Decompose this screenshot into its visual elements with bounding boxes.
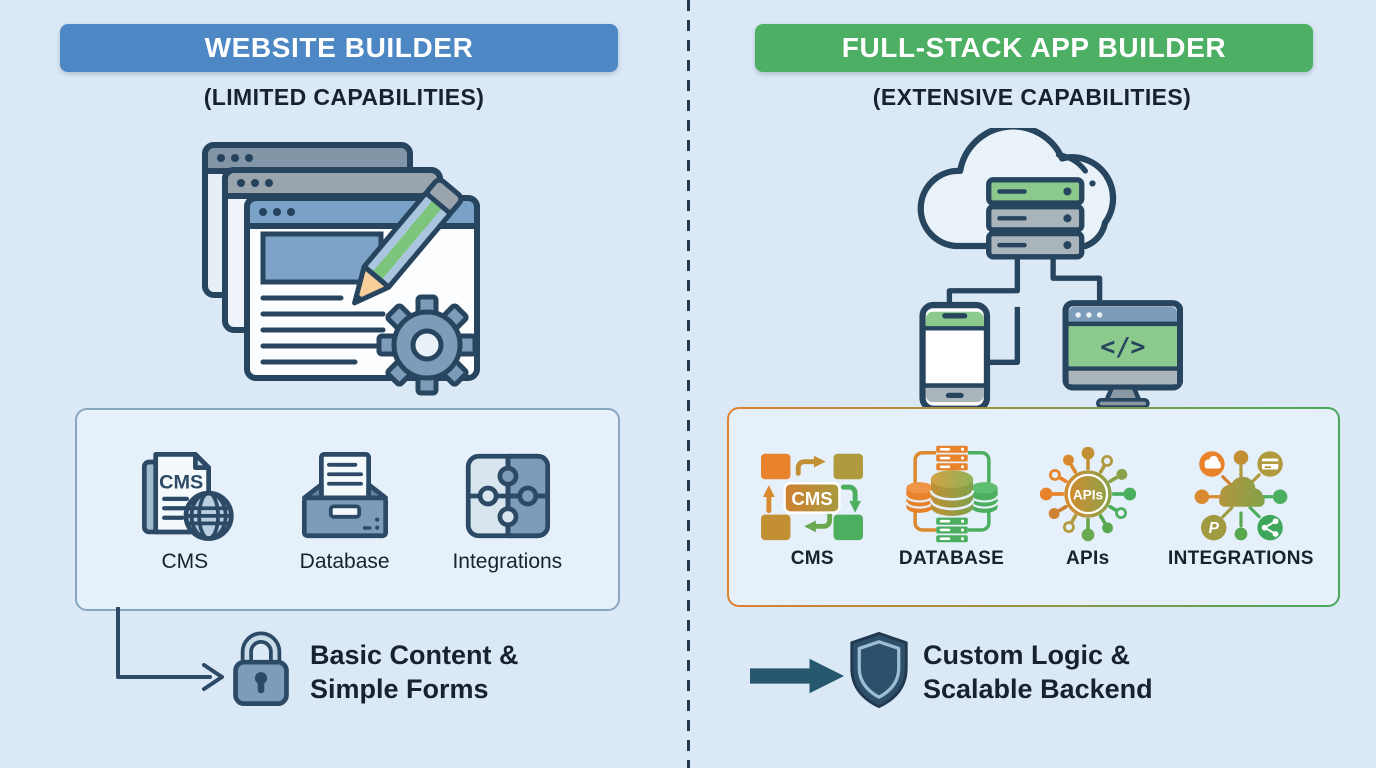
gear-icon — [376, 294, 478, 396]
capability-label: DATABASE — [898, 548, 1005, 569]
network-node — [1272, 489, 1288, 504]
database-cluster-icon — [904, 445, 999, 543]
thick-arrow-icon — [750, 658, 845, 694]
fullstack-builder-panel: FULL-STACK APP BUILDER (EXTENSIVE CAPABI… — [688, 0, 1376, 768]
code-monitor-icon: </> — [1062, 300, 1183, 407]
banner-label: WEBSITE BUILDER — [204, 32, 474, 63]
cms-document-globe-icon: CMS — [141, 451, 234, 541]
cloud-server-devices-illustration: </> — [917, 128, 1183, 407]
code-glyph: </> — [1100, 332, 1145, 361]
capability-label: Integrations — [452, 549, 563, 573]
footer-line: Scalable Backend — [923, 674, 1153, 704]
pencil-icon — [352, 177, 464, 306]
right-capabilities-box: CMS CMS — [727, 407, 1340, 607]
elbow-arrow-icon — [116, 607, 224, 691]
capability-label: Database — [299, 549, 390, 573]
capability-label: CMS — [161, 549, 209, 573]
shield-icon — [850, 631, 908, 709]
globe-icon — [183, 490, 234, 541]
banner-label: FULL-STACK APP BUILDER — [841, 32, 1227, 63]
network-node — [1234, 527, 1248, 541]
database-drawer-icon — [301, 451, 388, 538]
card-service-node — [1257, 451, 1283, 477]
capability-item-cms: CMS CMS — [133, 446, 237, 574]
browser-editor-illustration — [202, 142, 480, 396]
left-capabilities-box: CMS CMS — [75, 408, 620, 611]
website-builder-banner: WEBSITE BUILDER — [60, 24, 618, 72]
left-footer-text: Basic Content & Simple Forms — [310, 638, 519, 706]
footer-line: Custom Logic & — [923, 640, 1130, 670]
footer-line: Basic Content & — [310, 640, 519, 670]
right-capabilities-box-inner: CMS CMS — [729, 409, 1338, 605]
api-hub-icon: APIs — [1039, 446, 1136, 542]
cms-sync-icon: CMS — [761, 453, 864, 541]
share-service-node — [1257, 514, 1283, 541]
capability-item-cms: CMS CMS — [753, 444, 871, 570]
integrations-network-icon: P — [1194, 450, 1288, 541]
network-node — [1233, 450, 1249, 465]
cms-badge-label: CMS — [792, 488, 833, 509]
right-footer-text: Custom Logic & Scalable Backend — [923, 638, 1153, 706]
network-node — [1194, 489, 1210, 504]
smartphone-icon — [919, 301, 991, 407]
fullstack-builder-banner: FULL-STACK APP BUILDER — [755, 24, 1313, 72]
website-builder-panel: WEBSITE BUILDER (LIMITED CAPABILITIES) — [60, 24, 620, 707]
svg-text:P: P — [1208, 520, 1219, 537]
capability-item-database: Database — [293, 446, 397, 574]
integrations-puzzle-icon — [466, 453, 551, 538]
cloud-service-node — [1199, 451, 1225, 477]
left-subtitle: (LIMITED CAPABILITIES) — [203, 84, 485, 110]
capability-label: INTEGRATIONS — [1168, 548, 1314, 569]
connector-lines — [946, 258, 1103, 365]
capability-item-database: DATABASE — [896, 444, 1008, 570]
hub-cloud-icon — [1219, 476, 1265, 507]
capability-item-integrations: Integrations — [452, 446, 562, 574]
server-stack-icon — [986, 177, 1085, 260]
doc-badge-label: CMS — [159, 471, 203, 493]
center-dashed-divider — [687, 0, 690, 768]
footer-line: Simple Forms — [310, 674, 489, 704]
right-subtitle: (EXTENSIVE CAPABILITIES) — [872, 84, 1192, 110]
paypal-service-node: P — [1200, 514, 1227, 541]
capability-item-apis: APIs APIs — [1032, 444, 1144, 570]
capability-item-integrations: P INTEGRATIONS — [1168, 444, 1314, 570]
capability-label: APIs — [1066, 548, 1110, 569]
padlock-icon — [233, 631, 289, 707]
apis-badge-label: APIs — [1073, 487, 1104, 502]
capability-label: CMS — [790, 548, 834, 569]
